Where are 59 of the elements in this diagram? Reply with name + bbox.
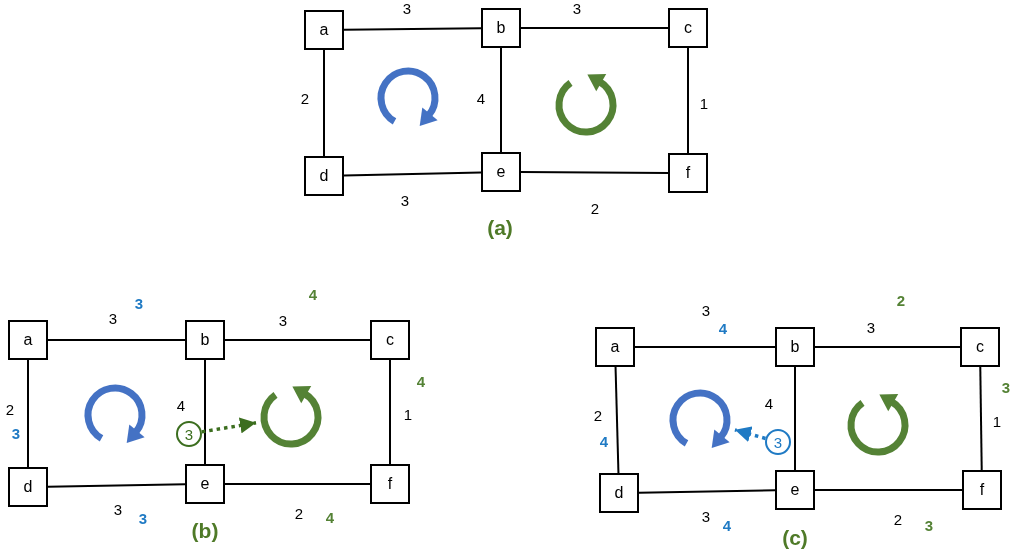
connector-line <box>27 359 29 468</box>
vertex-box: f <box>962 470 1002 510</box>
weight-number: 3 <box>1001 379 1011 395</box>
vertex-box: d <box>8 467 48 507</box>
vertex-box: b <box>481 8 521 48</box>
connector-line <box>500 47 502 153</box>
weight-number: 3 <box>138 510 148 526</box>
vertex-box: e <box>775 470 815 510</box>
vertex-box: c <box>960 327 1000 367</box>
connector-line <box>343 171 482 177</box>
connector-line <box>343 27 482 31</box>
connector-line <box>520 171 669 174</box>
weight-number: 3 <box>924 517 934 533</box>
connector-line <box>687 47 689 154</box>
connector-line <box>794 366 796 471</box>
vertex-box: e <box>185 464 225 504</box>
weight-number: 4 <box>416 373 426 389</box>
vertex-box: d <box>304 156 344 196</box>
vertex-box: b <box>775 327 815 367</box>
circled-number: 3 <box>176 421 202 447</box>
connector-line <box>204 359 206 465</box>
panel-caption: (c) <box>782 526 808 548</box>
connector-line <box>323 49 325 157</box>
connector-line <box>814 346 961 348</box>
weight-number: 4 <box>308 286 318 302</box>
connector-line <box>47 483 186 488</box>
weight-number: 4 <box>722 517 732 533</box>
vertex-box: c <box>370 320 410 360</box>
weight-number: 4 <box>599 433 609 449</box>
weight-number: 4 <box>718 320 728 336</box>
circled-number: 3 <box>765 429 791 455</box>
connector-line <box>224 483 371 485</box>
cycle-arrow-drawing <box>258 384 324 450</box>
weight-number: 2 <box>896 292 906 308</box>
connector-line <box>614 366 620 474</box>
vertex-box: b <box>185 320 225 360</box>
vertex-box: a <box>595 327 635 367</box>
connector-line <box>634 346 776 348</box>
vertex-box: e <box>481 152 521 192</box>
panel-caption: (b) <box>191 519 219 541</box>
connector-line <box>520 27 669 29</box>
dotted-arrow <box>201 417 257 434</box>
connector-line <box>389 359 391 465</box>
panel-caption: (a) <box>487 216 513 238</box>
vertex-box: f <box>668 153 708 193</box>
weight-number: 3 <box>11 425 21 441</box>
weight-number: 4 <box>325 509 335 525</box>
vertex-box: a <box>304 10 344 50</box>
connector-line <box>224 339 371 341</box>
vertex-box: d <box>599 473 639 513</box>
vertex-box: c <box>668 8 708 48</box>
dotted-arrow <box>734 426 766 442</box>
vertex-box: a <box>8 320 48 360</box>
connector-line <box>47 339 186 341</box>
connector-line <box>979 366 983 471</box>
connector-line <box>814 489 963 491</box>
weight-number: 3 <box>134 295 144 311</box>
vertex-box: f <box>370 464 410 504</box>
connector-line <box>638 489 776 494</box>
